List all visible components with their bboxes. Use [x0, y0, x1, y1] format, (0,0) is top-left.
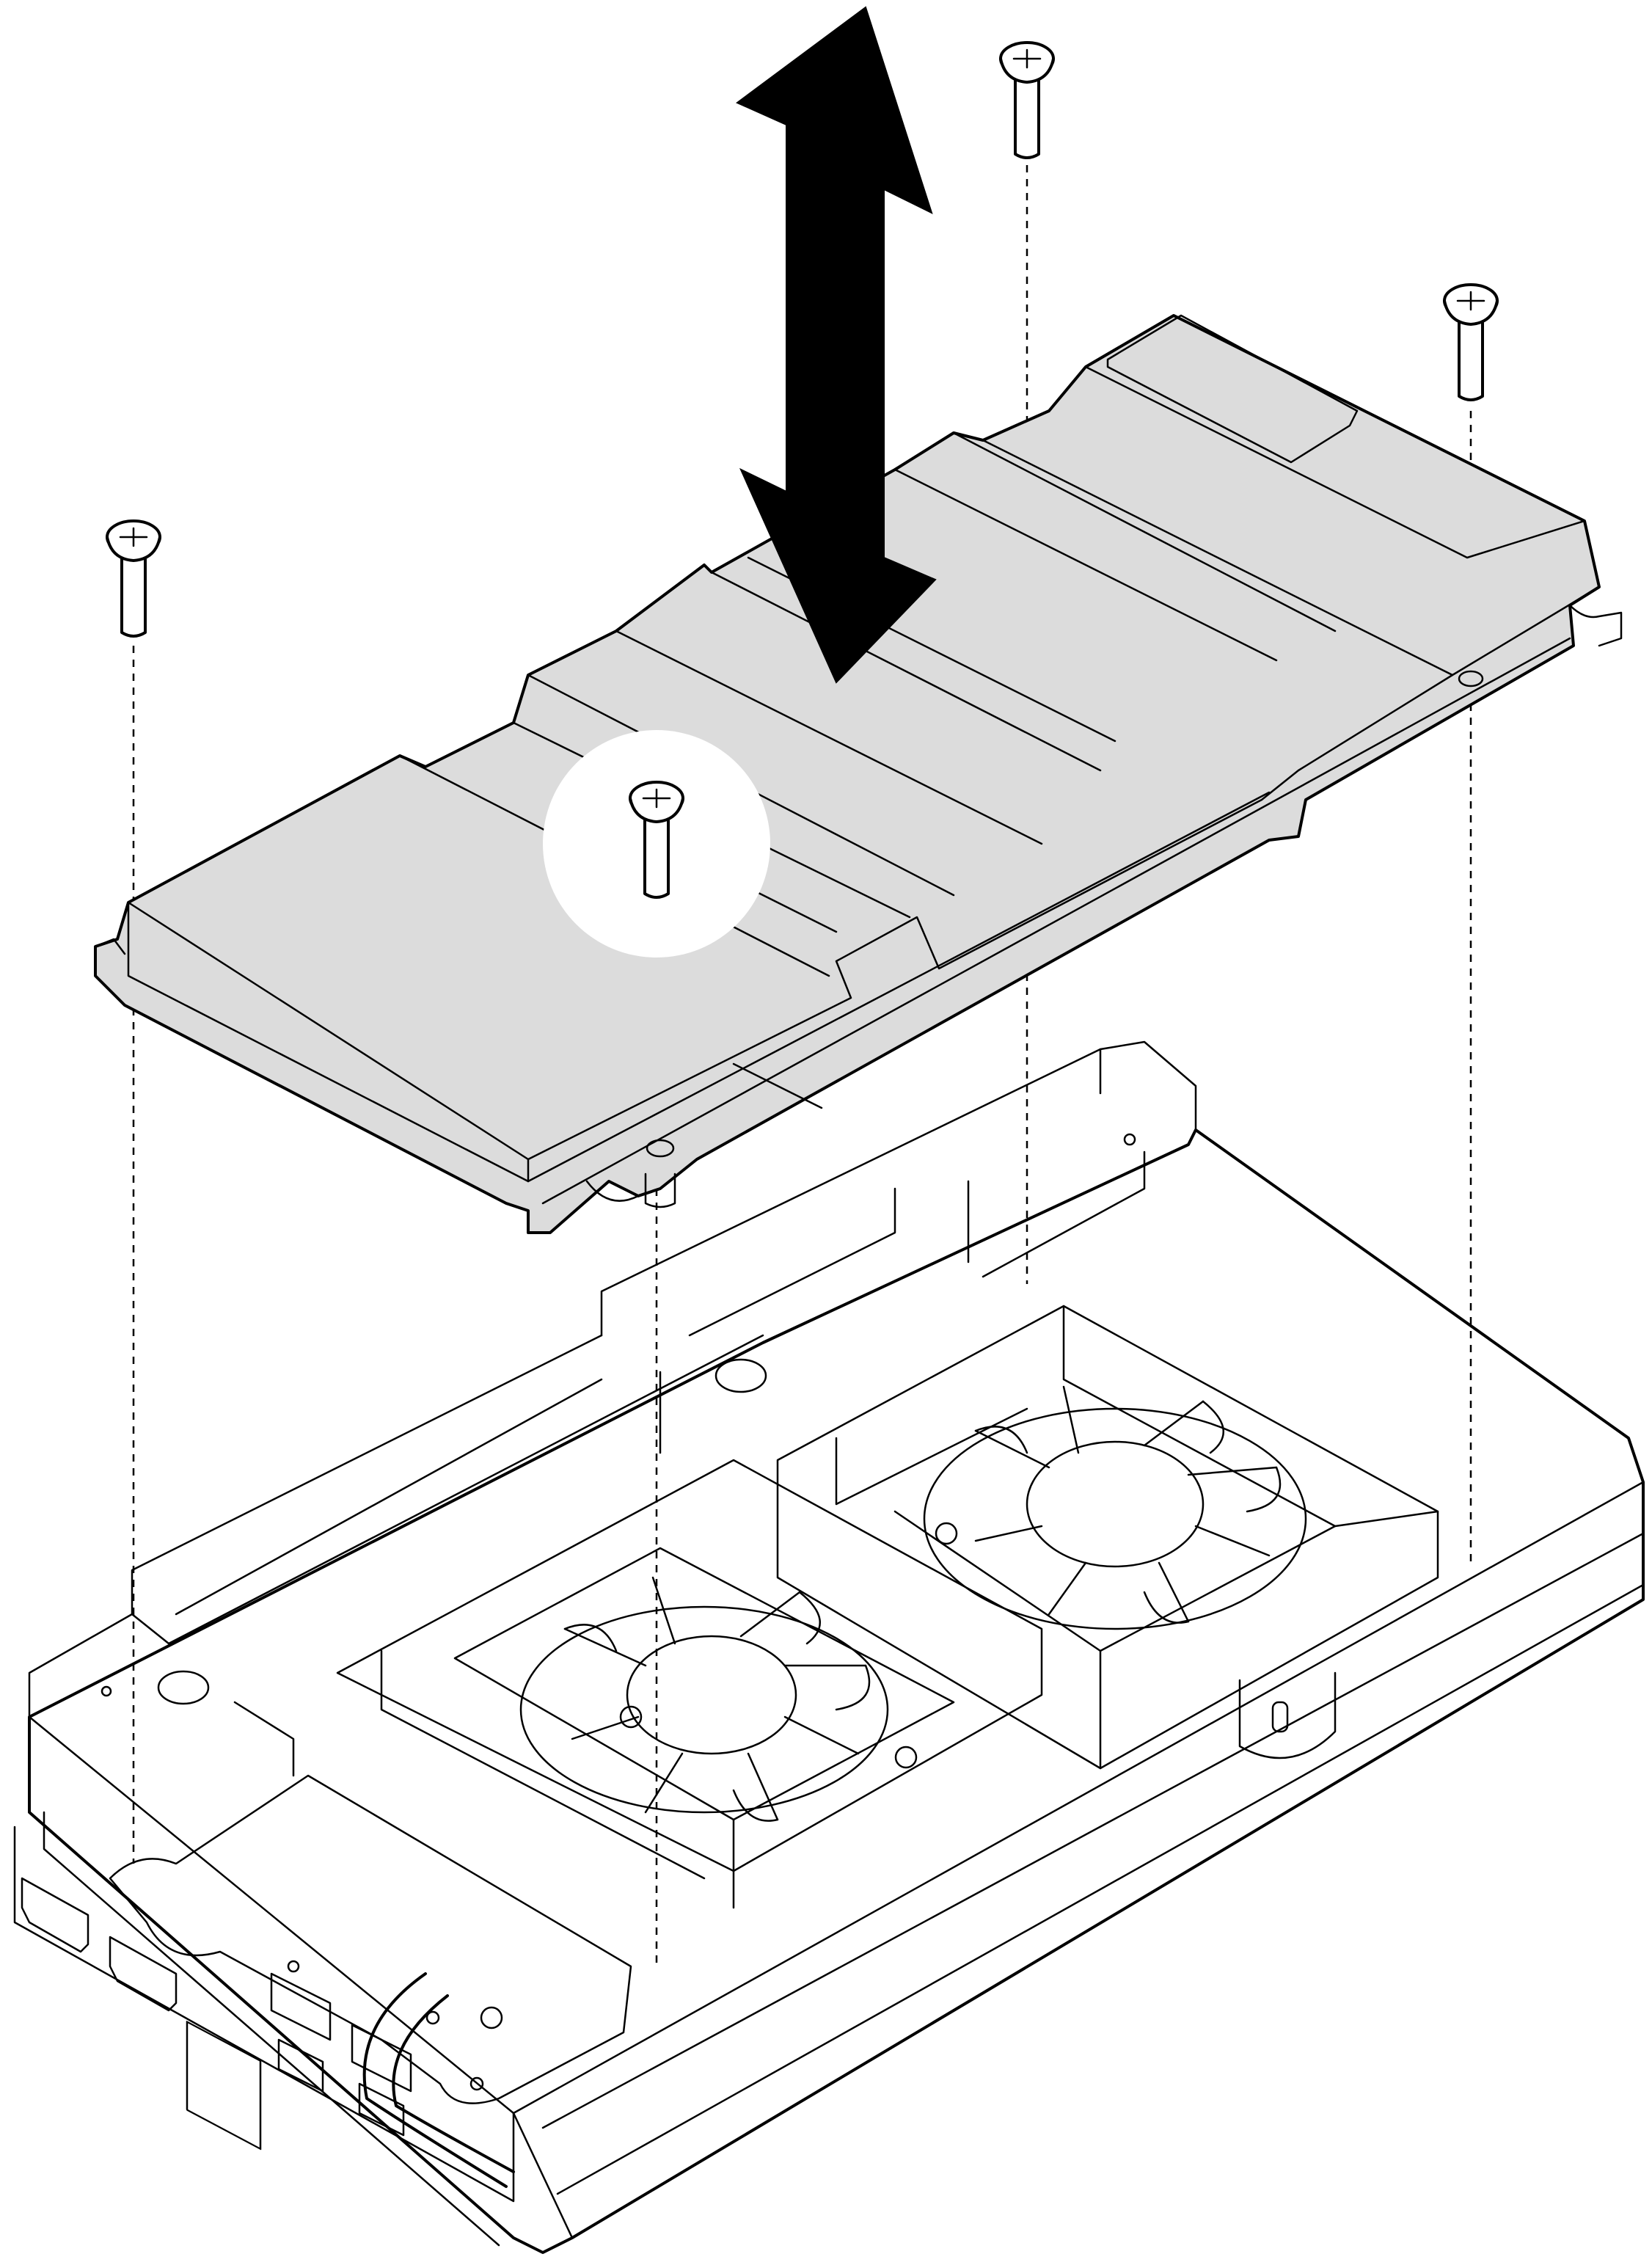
node-chassis: [28, 1040, 1645, 2254]
usb-c-port: [277, 2038, 324, 2093]
usb-port: [351, 2024, 412, 2093]
hdmi-port: [21, 1877, 89, 1953]
rj45-port: [186, 2021, 262, 2151]
chassis-handle: [362, 1972, 515, 2188]
heatsink-label-area: [1106, 314, 1359, 464]
front-io-panel: [13, 1826, 515, 2203]
screw: [1443, 283, 1499, 401]
fan-shroud-rear: [776, 1305, 1439, 1770]
fan-rear: [923, 1385, 1307, 1630]
fan-front: [519, 1576, 918, 1822]
screw: [629, 781, 684, 899]
fan-shroud-front: [336, 1459, 1043, 1909]
hdmi-port: [109, 1936, 178, 2012]
board-cover-plate: [109, 1701, 632, 2104]
usb-c-port: [358, 2082, 405, 2137]
screw: [106, 519, 161, 638]
double-vertical-arrow: [736, 6, 937, 684]
heatsink: [94, 314, 1623, 1234]
screw: [999, 41, 1055, 159]
chassis-outline: [28, 1128, 1645, 2254]
usb-port: [270, 1972, 332, 2041]
